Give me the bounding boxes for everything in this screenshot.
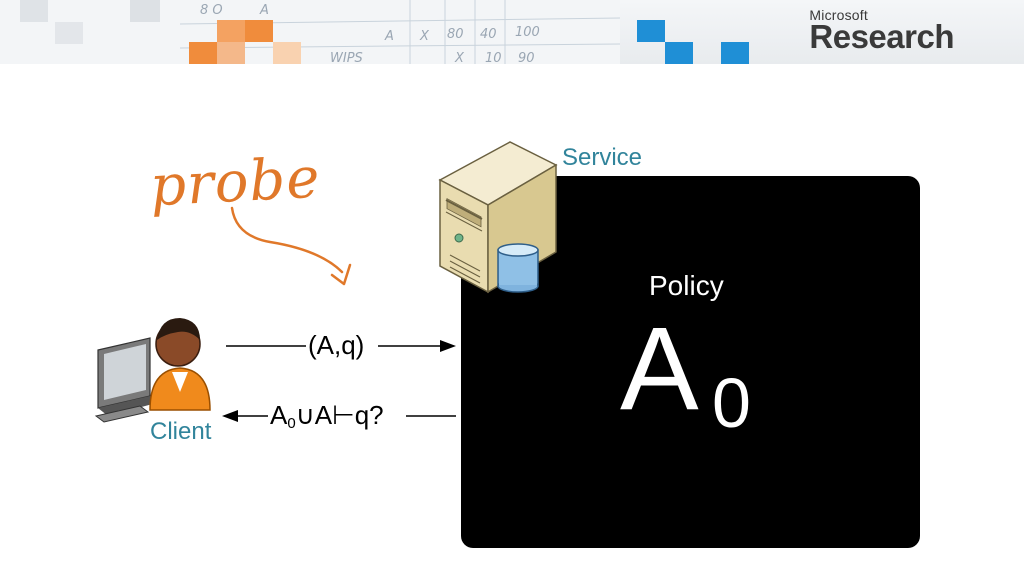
svg-text:90: 90 (518, 51, 535, 64)
reply-message-subscript: 0 (287, 415, 296, 432)
reply-message-rest: ∪A⊢q? (295, 400, 384, 430)
svg-text:40: 40 (480, 27, 497, 42)
policy-label: Policy (649, 270, 724, 301)
svg-text:WIPS: WIPS (330, 51, 363, 64)
svg-text:X: X (454, 51, 465, 64)
probe-arrow-icon (230, 206, 352, 286)
computer-icon (94, 337, 160, 423)
svg-text:10: 10 (485, 51, 502, 64)
client-label: Client (150, 418, 212, 445)
banner-sketch-graphic: A X 80 40 100 WIPS X 10 90 8 O A (0, 0, 749, 64)
policy-symbol: A (620, 303, 699, 435)
arrow-left-icon (222, 410, 456, 422)
svg-text:100: 100 (515, 25, 540, 40)
policy-subscript: 0 (712, 364, 751, 442)
probe-annotation: probe (148, 145, 322, 220)
arrow-right-icon (226, 340, 456, 352)
logo-big-text: Research (809, 18, 954, 55)
client-user-icon (149, 318, 211, 411)
reply-message-a: A (270, 400, 288, 430)
header-banner: A X 80 40 100 WIPS X 10 90 8 O A (0, 0, 1024, 64)
request-message: (A,q) (308, 330, 365, 360)
reply-message: A0∪A⊢q? (270, 400, 384, 432)
service-label: Service (562, 144, 643, 171)
svg-text:A: A (384, 29, 394, 44)
svg-text:X: X (419, 29, 430, 44)
microsoft-research-logo: Microsoft Research (809, 7, 954, 55)
svg-text:A: A (259, 3, 269, 18)
svg-text:80: 80 (447, 27, 464, 42)
database-icon (497, 243, 539, 293)
logo-small-text: Microsoft (809, 7, 868, 23)
svg-text:8 O: 8 O (200, 3, 223, 18)
